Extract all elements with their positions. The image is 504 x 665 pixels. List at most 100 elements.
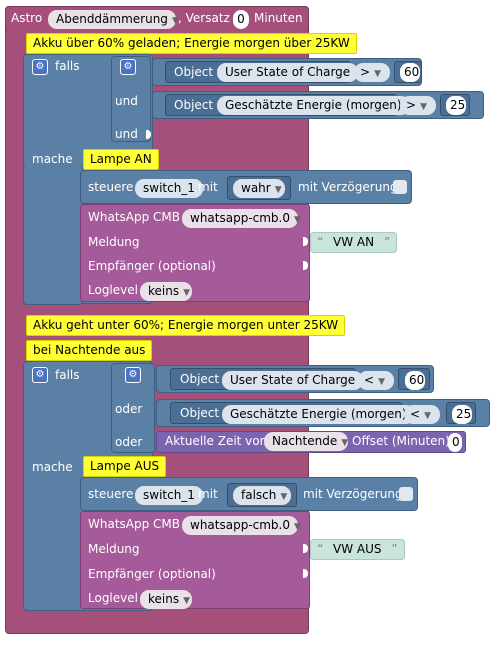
whatsapp-instance-dropdown[interactable]: whatsapp-cmb.0▼ — [182, 516, 301, 535]
logic-and-block-1[interactable] — [111, 56, 151, 142]
falls-label: falls — [55, 59, 80, 73]
input-socket — [303, 544, 308, 553]
chevron-down-icon: ▼ — [183, 288, 191, 298]
comment-block-1[interactable]: Akku über 60% geladen; Energie morgen üb… — [26, 33, 357, 54]
gear-icon[interactable]: ⚙ — [120, 59, 136, 75]
device-dropdown[interactable]: switch_1 — [135, 486, 203, 505]
mit-label: mit — [198, 180, 218, 194]
comment-block-2[interactable]: Akku geht unter 60%; Energie morgen unte… — [26, 315, 346, 336]
chevron-down-icon: ▼ — [424, 411, 431, 421]
operator-dropdown[interactable]: <▼ — [404, 405, 440, 424]
loglevel-dropdown[interactable]: keins▼ — [140, 590, 192, 609]
chevron-down-icon: ▼ — [341, 438, 349, 448]
boolean-dropdown[interactable]: falsch▼ — [233, 486, 291, 505]
number-value[interactable]: 60 — [405, 371, 425, 390]
empty-input-socket[interactable] — [303, 569, 308, 578]
operator-dropdown[interactable]: <▼ — [358, 371, 394, 390]
steuere-label: steuere — [88, 180, 134, 194]
loglevel-label: Loglevel — [88, 591, 138, 605]
operator-dropdown[interactable]: >▼ — [400, 96, 436, 115]
gear-icon[interactable]: ⚙ — [32, 59, 48, 75]
quote-close-icon: ” — [391, 542, 398, 556]
message-text[interactable]: VW AUS — [333, 542, 382, 556]
object-label: Object — [180, 406, 220, 420]
boolean-value: wahr — [241, 181, 271, 195]
delay-label: mit Verzögerung — [298, 180, 398, 194]
object-label: Object — [180, 372, 220, 386]
falls-label: falls — [55, 368, 80, 382]
operator-value: < — [410, 407, 421, 421]
instance-value: whatsapp-cmb.0 — [190, 518, 291, 532]
loglevel-label: Loglevel — [88, 283, 138, 297]
object-id-dropdown[interactable]: User State of Charge — [222, 371, 364, 390]
empty-input-socket[interactable] — [146, 130, 151, 139]
empfaenger-label: Empfänger (optional) — [88, 567, 216, 581]
object-id-dropdown[interactable]: Geschätzte Energie (morgen) — [222, 405, 415, 424]
number-value[interactable]: 25 — [452, 405, 472, 424]
comment-lampe-an[interactable]: Lampe AN — [83, 149, 159, 170]
mache-label: mache — [32, 460, 73, 474]
quote-open-icon: “ — [317, 542, 324, 556]
whatsapp-instance-dropdown[interactable]: whatsapp-cmb.0▼ — [182, 209, 301, 228]
quote-open-icon: “ — [317, 235, 324, 249]
operator-dropdown[interactable]: >▼ — [354, 63, 390, 82]
mache-label: mache — [32, 152, 73, 166]
whatsapp-label: WhatsApp CMB — [88, 517, 181, 531]
time-event-value: Nachtende — [272, 434, 338, 448]
loglevel-dropdown[interactable]: keins▼ — [140, 282, 192, 301]
chevron-down-icon: ▼ — [274, 185, 282, 195]
loglevel-value: keins — [148, 284, 180, 298]
delay-checkbox[interactable] — [399, 487, 413, 501]
meldung-label: Meldung — [88, 235, 140, 249]
gear-icon[interactable]: ⚙ — [125, 367, 141, 383]
und-label: und — [115, 94, 138, 108]
whatsapp-label: WhatsApp CMB — [88, 210, 181, 224]
astro-label: Astro — [11, 11, 43, 25]
boolean-dropdown[interactable]: wahr▼ — [233, 179, 285, 198]
loglevel-value: keins — [148, 592, 180, 606]
chevron-down-icon: ▼ — [294, 522, 301, 532]
delay-label: mit Verzögerung — [303, 487, 403, 501]
object-label: Object — [174, 98, 214, 112]
chevron-down-icon: ▼ — [420, 102, 427, 112]
string-block-vw-aus[interactable]: “ VW AUS ” — [310, 539, 405, 560]
message-text[interactable]: VW AN — [333, 235, 375, 249]
steuere-label: steuere — [88, 487, 134, 501]
empty-input-socket[interactable] — [303, 261, 308, 270]
comment-block-3[interactable]: bei Nachtende aus — [26, 340, 153, 361]
chevron-down-icon: ▼ — [374, 69, 381, 79]
meldung-label: Meldung — [88, 542, 140, 556]
comment-lampe-aus[interactable]: Lampe AUS — [83, 456, 167, 477]
if-block-1-mache-arm — [23, 165, 83, 305]
boolean-value: falsch — [241, 488, 277, 502]
operator-value: > — [406, 98, 417, 112]
instance-value: whatsapp-cmb.0 — [190, 211, 291, 225]
oder-label: oder — [115, 435, 143, 449]
astro-versatz-input[interactable]: 0 — [233, 10, 249, 29]
astro-event-dropdown[interactable]: Abenddämmerung▼ — [48, 10, 179, 29]
chevron-down-icon: ▼ — [294, 215, 301, 225]
offset-input[interactable]: 0 — [448, 433, 462, 452]
astro-minuten-label: Minuten — [254, 11, 303, 25]
device-dropdown[interactable]: switch_1 — [135, 179, 203, 198]
chevron-down-icon: ▼ — [280, 492, 288, 502]
quote-close-icon: ” — [383, 235, 391, 249]
oder-label: oder — [115, 402, 143, 416]
astro-event-value: Abenddämmerung — [56, 12, 168, 26]
empfaenger-label: Empfänger (optional) — [88, 259, 216, 273]
string-block-vw-an[interactable]: “ VW AN ” — [310, 232, 398, 253]
object-id-dropdown[interactable]: User State of Charge — [217, 63, 359, 82]
time-event-dropdown[interactable]: Nachtende▼ — [264, 432, 348, 451]
operator-value: > — [360, 65, 371, 79]
number-value[interactable]: 25 — [446, 96, 466, 115]
und-label: und — [115, 127, 138, 141]
gear-icon[interactable]: ⚙ — [32, 367, 48, 383]
astro-versatz-label: , Versatz — [178, 11, 230, 25]
object-id-dropdown[interactable]: Geschätzte Energie (morgen) — [217, 96, 410, 115]
delay-checkbox[interactable] — [393, 180, 407, 194]
time-label: Aktuelle Zeit von — [165, 434, 268, 448]
number-value[interactable]: 60 — [400, 63, 420, 82]
chevron-down-icon: ▼ — [171, 16, 179, 26]
object-label: Object — [174, 65, 214, 79]
input-socket — [303, 237, 308, 246]
